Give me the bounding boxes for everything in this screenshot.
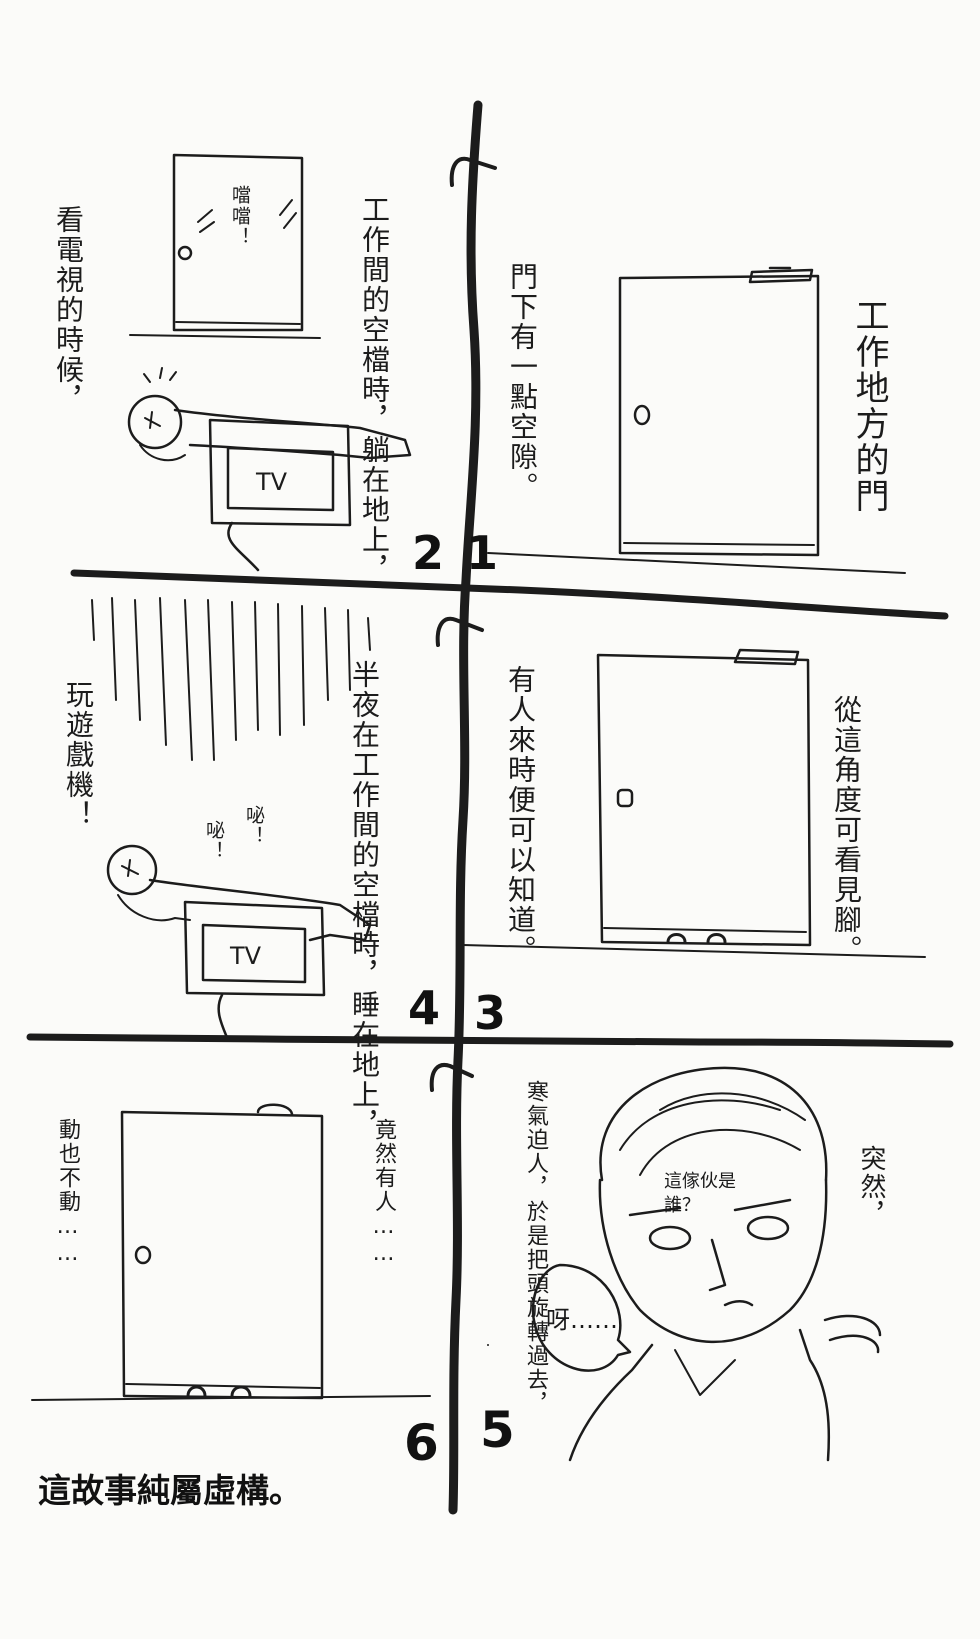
panel-4-sfx-beep-1: 咇！ <box>243 805 265 847</box>
panel-3-caption-know: 有人來時便可以知道。 <box>504 665 537 965</box>
panel-4-speed-lines <box>91 597 371 761</box>
panel-4-tv <box>183 900 326 1042</box>
panel-5-man-face <box>568 1066 882 1462</box>
panel-5-caption-suddenly: 突然， <box>856 1145 886 1229</box>
panel-5-speech-bubble <box>531 1263 632 1372</box>
panel-6-door <box>31 1103 431 1401</box>
panel-3-feet <box>666 933 727 944</box>
reading-arrow-3 <box>429 1063 474 1092</box>
panel-5-thought: 這傢伙是誰？ <box>664 1171 736 1216</box>
panel-5-caption-chill: 寒氣迫人，於是把頭旋轉過去， <box>523 1080 548 1416</box>
divider-row-1 <box>70 569 949 620</box>
panel-4-lying-figure <box>106 844 372 942</box>
panel-6-caption-still: 動也不動…… <box>55 1118 80 1268</box>
panel-4-caption-game: 玩遊戲機！ <box>62 680 95 830</box>
panel-6-feet <box>186 1385 252 1398</box>
panel-number-3: 3 <box>474 986 507 1040</box>
panel-1-caption-gap: 門下有一點空隙。 <box>506 262 539 502</box>
panel-number-5: 5 <box>480 1401 515 1459</box>
panel-number-1: 1 <box>466 526 499 580</box>
center-divider <box>448 100 483 1515</box>
panel-2-door <box>129 153 321 339</box>
panel-3-door <box>462 648 926 958</box>
panel-number-6: 6 <box>404 1414 439 1472</box>
panel-5-speech: 呀…… <box>546 1306 618 1334</box>
reading-arrow-2 <box>435 616 484 647</box>
panel-2-caption-break: 工作間的空檔時，躺在地上， <box>358 195 391 585</box>
panel-number-2: 2 <box>412 526 445 580</box>
panel-number-4: 4 <box>408 981 441 1035</box>
panel-4-sfx-beep-2: 咇！ <box>203 820 225 862</box>
panel-2-tv-label: TV <box>256 468 288 496</box>
panel-1-door <box>487 266 906 574</box>
panel-3-caption-angle: 從這角度可看見腳。 <box>830 695 863 965</box>
footer-disclaimer: 這故事純屬虛構。 <box>38 1471 302 1510</box>
panel-4-caption-midnight: 半夜在工作間的空檔時，睡在地上， <box>348 660 381 1140</box>
panel-2-tv <box>208 418 352 572</box>
panel-2-sfx-knock: 噹噹！ <box>229 185 251 248</box>
divider-row-2 <box>26 1033 954 1048</box>
reading-arrow-1 <box>449 156 497 187</box>
panel-6-caption-someone: 竟然有人…… <box>371 1118 396 1268</box>
panel-4-tv-label: TV <box>230 942 262 970</box>
panel-1-caption-title: 工作地方的門 <box>849 298 889 514</box>
panel-2-caption-tv: 看電視的時候， <box>52 205 85 415</box>
